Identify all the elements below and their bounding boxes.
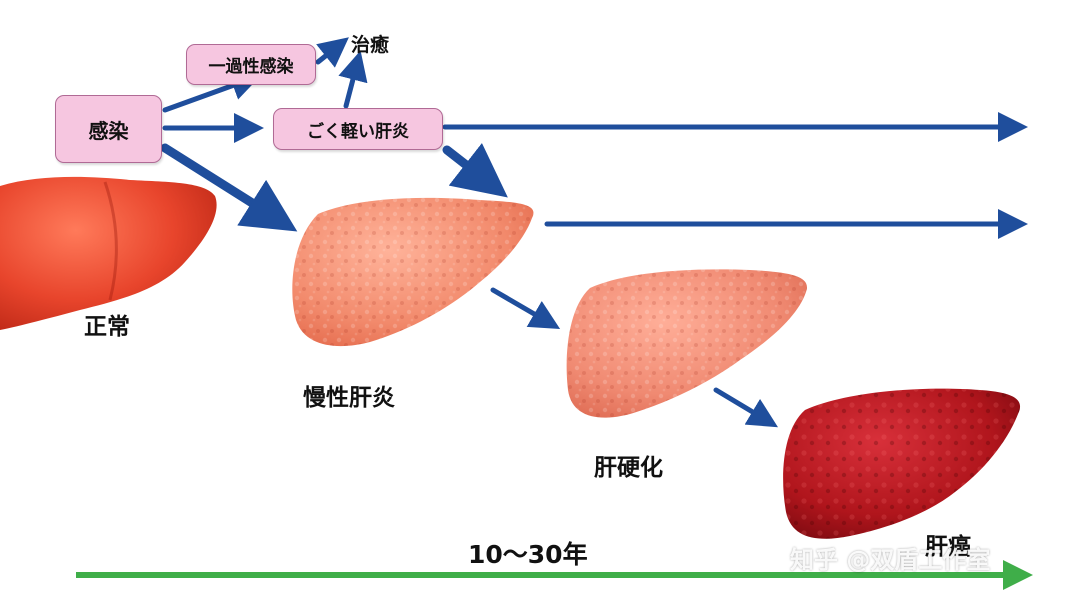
node-transient-infection-label: 一過性感染 [208, 57, 294, 77]
node-infection-label: 感染 [88, 118, 129, 143]
timeline-label: 10〜30年 [468, 540, 588, 569]
liver-chronic-hepatitis-image [292, 197, 534, 347]
arrow-mild-to-chronic [442, 142, 508, 198]
label-cirrhosis: 肝硬化 [594, 455, 663, 481]
node-infection: 感染 [55, 95, 162, 163]
liver-cirrhosis-image [566, 269, 807, 418]
arrow-mild-to-cure [338, 50, 368, 109]
node-transient-infection: 一過性感染 [186, 44, 316, 85]
liver-cancer-image [783, 388, 1021, 539]
label-chronic-hepatitis: 慢性肝炎 [303, 385, 395, 411]
watermark: 知乎 @双盾工作室 [790, 546, 991, 574]
node-mild-hepatitis-label: ごく軽い肝炎 [307, 121, 409, 142]
label-liver-cancer: 肝癌 [925, 534, 971, 560]
arrow-transient-to-cure [315, 37, 349, 68]
arrow-cirrhosis-to-cancer [713, 387, 779, 428]
arrow-chronic-to-cirrhosis [490, 287, 561, 330]
node-mild-hepatitis: ごく軽い肝炎 [273, 108, 443, 150]
label-cure: 治癒 [351, 34, 390, 56]
liver-normal-image [0, 176, 217, 330]
arrow-infection-to-transient [162, 71, 262, 113]
flow-arrows [160, 37, 1028, 428]
label-normal: 正常 [84, 314, 130, 340]
arrow-infection-to-chronic [160, 143, 298, 232]
